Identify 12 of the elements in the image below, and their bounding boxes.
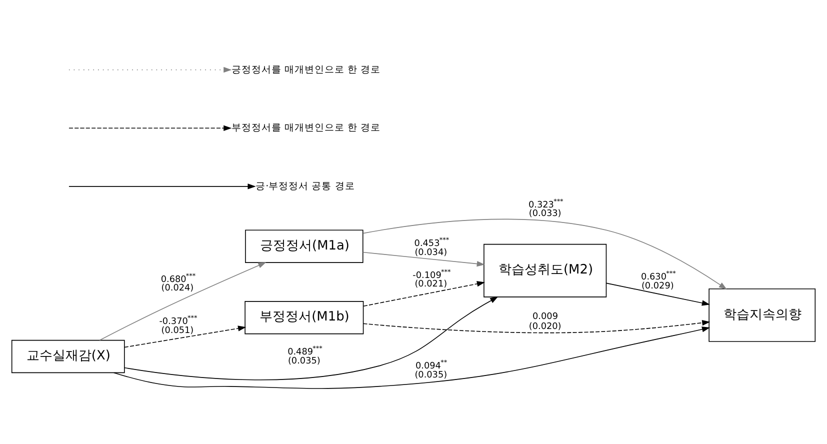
edge-label: 0.680$^{***}$ (0.024) [160,272,196,294]
edge-label: 0.009 (0.020) [528,312,562,332]
legend-label: 부정정서를 매개변인으로 한 경로 [231,122,381,134]
legend-label: 긍·부정정서 공통 경로 [256,180,355,192]
legend-label: 긍정정서를 매개변인으로 한 경로 [231,64,381,76]
edge-label: 0.453$^{***}$ (0.034) [414,236,450,258]
edge-label: 0.323$^{***}$ (0.033) [528,197,564,220]
edge-label: -0.370$^{***}$ (0.051) [159,314,198,336]
edge-label: -0.109$^{***}$ (0.021) [412,268,451,290]
edge-label: 0.094$^{**}$ (0.035) [414,358,448,380]
edge-label: 0.630$^{***}$ (0.029) [641,269,676,292]
edge-label: 0.489$^{***}$ (0.035) [288,344,322,367]
